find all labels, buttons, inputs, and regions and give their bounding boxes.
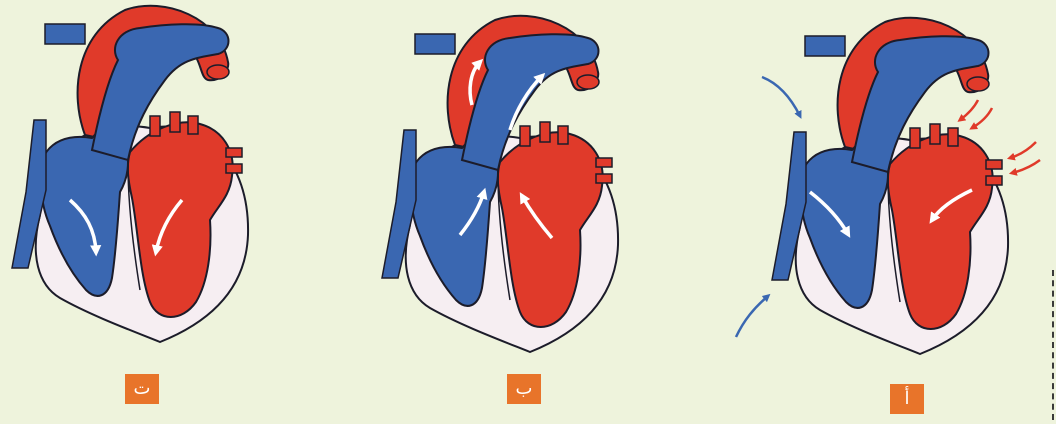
panel-label-left: ت <box>125 374 159 404</box>
panel-label-right: أ <box>890 384 924 414</box>
incoming-arrow-icon <box>972 108 992 128</box>
heart-panel-middle <box>382 16 618 352</box>
incoming-arrow-icon <box>1010 142 1036 158</box>
incoming-arrow-icon <box>960 100 978 120</box>
heart-panel-left <box>12 6 248 342</box>
incoming-arrow-icon <box>762 77 800 116</box>
panel-label-middle: ب <box>507 374 541 404</box>
incoming-arrow-icon <box>736 296 768 337</box>
page-edge-divider <box>1052 270 1054 420</box>
heart-panel-right <box>736 18 1040 354</box>
incoming-arrow-icon <box>1012 160 1040 173</box>
